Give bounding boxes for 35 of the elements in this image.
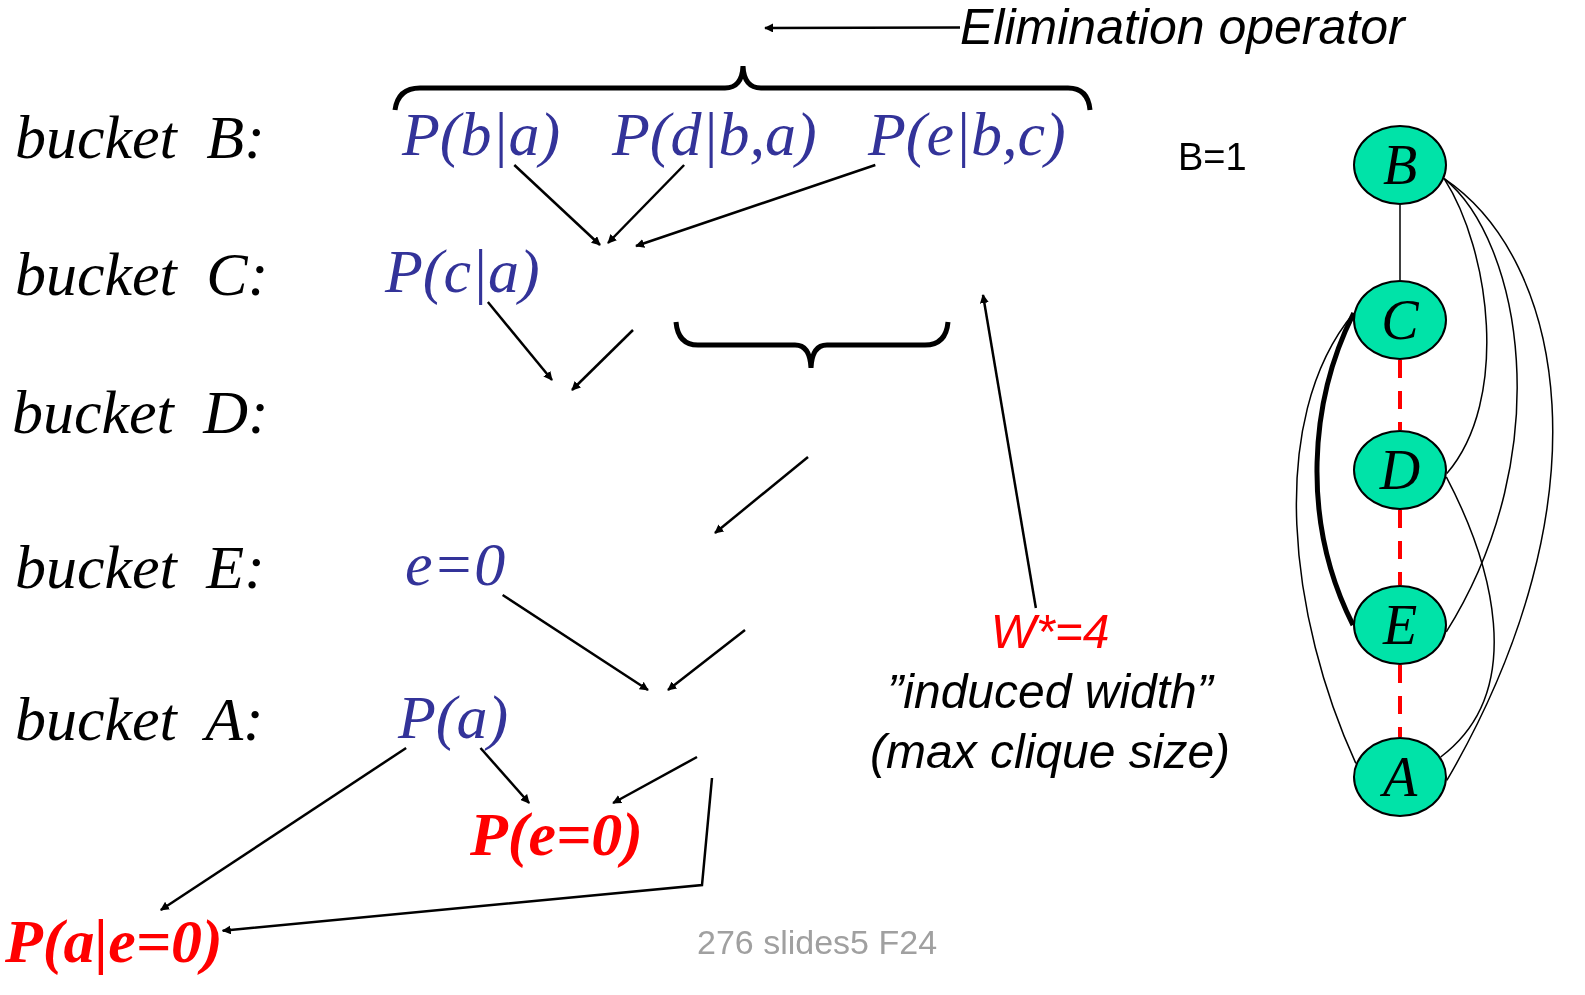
arrow (979, 294, 1038, 609)
arrow (607, 164, 685, 244)
bucket-label: bucket A: (15, 688, 264, 750)
arrow (764, 23, 960, 33)
graph-edge (1443, 177, 1488, 475)
graph-edge (1443, 177, 1553, 782)
note-text: (max clique size) (870, 728, 1231, 776)
arrow (486, 301, 553, 381)
arrow (221, 777, 714, 935)
bucket-label: bucket E: (15, 536, 265, 598)
graph-edge (1398, 665, 1402, 737)
graph-node: C (1353, 280, 1447, 360)
graph-node: B (1353, 125, 1447, 205)
bucket-label: bucket D: (12, 381, 269, 443)
bucket-label: bucket C: (15, 243, 269, 305)
graph-edge (1439, 476, 1495, 758)
condition-label: B=1 (1178, 138, 1247, 176)
graph-edge (1399, 204, 1401, 281)
width-value: W*=4 (990, 608, 1110, 656)
graph-node: A (1353, 737, 1447, 817)
graph-edge (1398, 360, 1402, 430)
arrow (479, 747, 531, 804)
arrow (160, 746, 407, 912)
note-text: ”induced width” (887, 668, 1213, 716)
arrow (513, 164, 601, 246)
graph-edge (1398, 510, 1402, 585)
heading-text: Elimination operator (960, 2, 1405, 52)
arrow (612, 755, 698, 805)
footer-text: 276 slides5 F24 (697, 925, 938, 959)
graph-node: D (1353, 430, 1447, 510)
arrow (635, 163, 876, 248)
bucket-label: bucket B: (15, 106, 265, 168)
arrow (501, 593, 649, 692)
factor-term: e=0 (405, 533, 506, 595)
graph-node: E (1353, 585, 1447, 665)
